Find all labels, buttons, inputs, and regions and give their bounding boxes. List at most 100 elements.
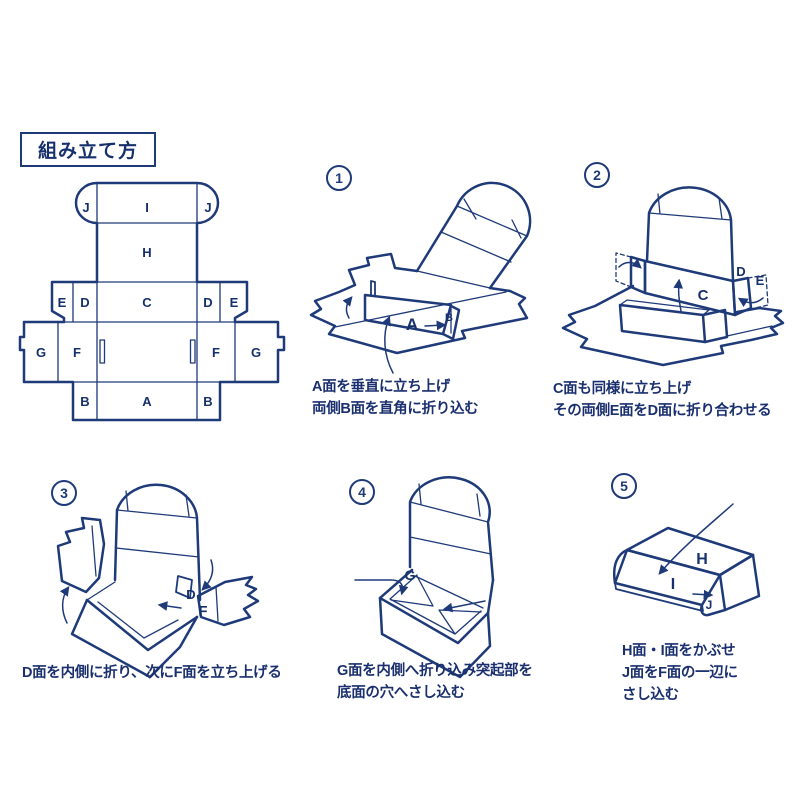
step-4-number-text: 4 bbox=[358, 484, 366, 500]
page-title: 組み立て方 bbox=[37, 141, 138, 162]
step-3-number-text: 3 bbox=[60, 485, 68, 501]
raise-c-arrow bbox=[673, 278, 684, 312]
panel-label: D bbox=[203, 295, 212, 310]
fold-g-arrow bbox=[354, 579, 409, 596]
label-h: H bbox=[696, 551, 708, 568]
fold-e-left-arrow bbox=[618, 258, 642, 269]
step-2-number-text: 2 bbox=[593, 167, 601, 183]
step-2-caption: C面も同様に立ち上げ その両側E面をD面に折り合わせる bbox=[553, 378, 772, 422]
step-3-box bbox=[70, 581, 199, 679]
step-4-diagram: G bbox=[354, 476, 495, 679]
step-4-caption: G面を内側へ折り込み突起部を 底面の穴へさし込む bbox=[337, 660, 533, 704]
label-f: F bbox=[198, 603, 207, 620]
panel-label: I bbox=[145, 200, 149, 215]
step-1-number: 1 bbox=[326, 165, 352, 191]
step-2-sheet bbox=[561, 284, 785, 367]
caption-line: J面をF面の一辺に bbox=[622, 665, 738, 681]
step-2-raised-wall bbox=[618, 299, 729, 344]
label-j: J bbox=[706, 598, 713, 612]
step-1-diagram: A B bbox=[309, 181, 532, 374]
tuck-j-arrow bbox=[692, 589, 714, 600]
step-3-wing-right bbox=[196, 575, 260, 627]
fold-b-arrow bbox=[424, 320, 447, 331]
fold-in-arrow bbox=[157, 601, 182, 611]
panel-label: B bbox=[203, 394, 212, 409]
caption-line: さし込む bbox=[622, 687, 679, 703]
fold-e-right-arrow bbox=[737, 297, 764, 308]
fold-up-arrow bbox=[381, 315, 394, 374]
fold-up-arrow-small bbox=[342, 296, 353, 319]
step-2-arrows bbox=[618, 258, 764, 312]
caption-line: D面を内側に折り、次にF面を立ち上げる bbox=[22, 665, 282, 681]
step-3-arrows bbox=[59, 559, 214, 624]
flat-pattern-labels: J I J H E D C D E G F F G B A B bbox=[36, 200, 261, 409]
slot-right bbox=[189, 339, 196, 364]
flat-pattern-fold-lines bbox=[57, 182, 236, 421]
slot-left bbox=[99, 339, 106, 364]
step-3-diagram: D F bbox=[56, 483, 260, 679]
step-2-flap-e-right-dashed bbox=[747, 274, 769, 310]
step-2-number: 2 bbox=[584, 162, 610, 188]
panel-label: J bbox=[204, 200, 211, 215]
step-5-number: 5 bbox=[611, 473, 637, 499]
step-4-arrows bbox=[354, 579, 486, 613]
step-5-arrows bbox=[658, 503, 734, 600]
step-4-box bbox=[378, 568, 495, 679]
label-c: C bbox=[698, 287, 709, 304]
label-i: I bbox=[671, 576, 675, 593]
step-4-number: 4 bbox=[349, 479, 375, 505]
panel-label: C bbox=[142, 295, 152, 310]
panel-label: A bbox=[142, 394, 152, 409]
panel-label: E bbox=[230, 295, 239, 310]
flat-pattern-outline bbox=[18, 181, 286, 422]
step-2-flap-d-right bbox=[731, 276, 753, 317]
step-2-diagram: C D E bbox=[561, 186, 785, 367]
step-3-flap-d bbox=[175, 575, 193, 599]
caption-line: その両側E面をD面に折り合わせる bbox=[553, 403, 772, 419]
step-3-number: 3 bbox=[51, 480, 77, 506]
panel-label: F bbox=[212, 345, 220, 360]
step-4-inner-flaps bbox=[390, 575, 482, 635]
label-d: D bbox=[736, 264, 745, 279]
caption-line: 底面の穴へさし込む bbox=[337, 685, 465, 701]
label-g: G bbox=[405, 567, 416, 583]
step-5-diagram: H I J bbox=[613, 503, 761, 617]
caption-line: G面を内側へ折り込み突起部を bbox=[337, 663, 533, 679]
step-2-panel-c-wall bbox=[643, 259, 737, 317]
panel-label: H bbox=[142, 245, 151, 260]
panel-label: J bbox=[82, 200, 89, 215]
step-1-arrows bbox=[342, 296, 447, 374]
close-lid-arrow bbox=[658, 503, 734, 575]
caption-line: 両側B面を直角に折り込む bbox=[312, 401, 479, 417]
step-5-closed-box bbox=[613, 526, 761, 617]
panel-label: B bbox=[80, 394, 89, 409]
step-1-lid-tab bbox=[415, 181, 532, 290]
caption-line: C面も同様に立ち上げ bbox=[553, 381, 691, 397]
caption-line: A面を垂直に立ち上げ bbox=[312, 379, 450, 395]
panel-label: F bbox=[73, 345, 81, 360]
label-b: B bbox=[445, 312, 453, 324]
tuck-arrow bbox=[442, 600, 486, 613]
panel-label: D bbox=[80, 295, 89, 310]
step-3-lid-tab bbox=[113, 483, 202, 602]
step-1-caption: A面を垂直に立ち上げ 両側B面を直角に折り込む bbox=[312, 376, 479, 420]
panel-label: E bbox=[58, 295, 67, 310]
step-1-sheet bbox=[309, 252, 529, 355]
step-2-flap-e-left-dashed bbox=[615, 252, 632, 288]
label-e: E bbox=[756, 273, 765, 288]
panel-label: G bbox=[36, 345, 46, 360]
label-a: A bbox=[406, 315, 418, 334]
step-2-lid-tab bbox=[645, 186, 735, 283]
step-5-number-text: 5 bbox=[620, 478, 628, 494]
panel-label: G bbox=[251, 345, 261, 360]
flat-pattern-diagram: J I J H E D C D E G F F G B A B bbox=[18, 181, 286, 422]
step-5-caption: H面・I面をかぶせ J面をF面の一辺に さし込む bbox=[622, 640, 738, 706]
step-1-raised-panel-a bbox=[363, 280, 461, 341]
step-1-number-text: 1 bbox=[335, 170, 343, 186]
caption-line: H面・I面をかぶせ bbox=[622, 643, 736, 659]
step-3-wing-left bbox=[56, 516, 106, 594]
page-title-box: 組み立て方 bbox=[20, 132, 156, 167]
step-4-lid-tab bbox=[408, 476, 495, 582]
fold-d-arrow bbox=[201, 559, 214, 591]
